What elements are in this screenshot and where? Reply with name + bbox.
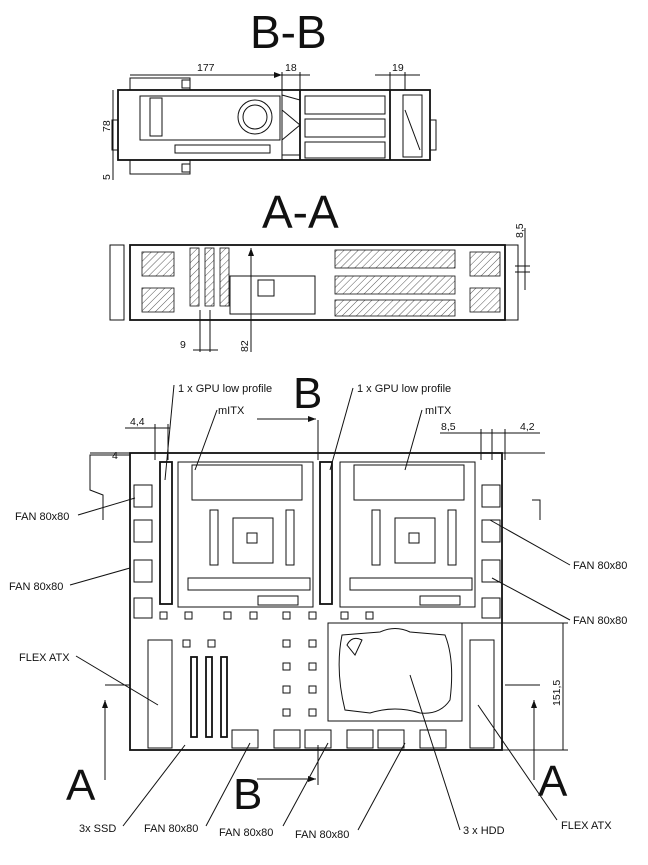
dim-5: 5 [101, 174, 113, 180]
section-aa-title: A-A [262, 186, 339, 238]
ssd-1 [190, 656, 198, 738]
bottom-fans [231, 729, 447, 749]
dim-78: 78 [101, 120, 113, 132]
gpu-left [159, 461, 173, 605]
dim-8-5: 8,5 [441, 421, 456, 433]
dim-4: 4 [112, 450, 118, 462]
dim-177: 177 [197, 62, 215, 74]
mitx-right [339, 461, 476, 608]
mitx-left [177, 461, 314, 608]
section-marker-b-bottom: B [233, 770, 262, 819]
label-hdd: 3 x HDD [463, 825, 505, 837]
label-ssd: 3x SSD [79, 823, 116, 835]
right-fans [481, 484, 501, 619]
label-flex-atx-right: FLEX ATX [561, 820, 612, 832]
dim-18: 18 [285, 62, 297, 74]
section-bb-view: B-B 177 18 19 78 5 [101, 6, 437, 180]
section-marker-a-left: A [66, 761, 96, 810]
label-fan-bottom-2: FAN 80x80 [219, 827, 273, 839]
dim-9: 9 [180, 339, 186, 351]
hdd [327, 622, 463, 722]
label-flex-atx-left: FLEX ATX [19, 652, 70, 664]
left-fans [133, 484, 153, 619]
dim-151-5: 151,5 [551, 680, 563, 706]
flex-atx-left [147, 639, 173, 749]
mounting-holes [159, 611, 374, 717]
section-aa-view: A-A 8,5 9 82 [109, 186, 530, 352]
label-gpu-right: 1 x GPU low profile [357, 383, 451, 395]
section-marker-b-top: B [293, 369, 322, 418]
dim-4-2: 4,2 [520, 421, 535, 433]
label-mitx-right: mITX [425, 405, 452, 417]
flex-atx-right [469, 639, 495, 749]
label-fan-right-1: FAN 80x80 [573, 560, 627, 572]
section-marker-a-right: A [538, 757, 568, 806]
label-fan-left-1: FAN 80x80 [15, 511, 69, 523]
dim-19: 19 [392, 62, 404, 74]
ssd-2 [205, 656, 213, 738]
section-bb-title: B-B [250, 6, 327, 58]
dim-82: 82 [239, 340, 251, 352]
leader-lines [69, 384, 571, 831]
label-fan-bottom-3: FAN 80x80 [295, 829, 349, 841]
dim-4-4: 4,4 [130, 416, 145, 428]
dim-8-5-aa: 8,5 [514, 223, 526, 238]
label-fan-left-2: FAN 80x80 [9, 581, 63, 593]
ssd-3 [220, 656, 228, 738]
label-fan-right-2: FAN 80x80 [573, 615, 627, 627]
gpu-right [319, 461, 333, 605]
plan-view: 4,4 4 8,5 4,2 151,5 B B A A 1 x GPU low … [9, 369, 627, 841]
label-fan-bottom-1: FAN 80x80 [144, 823, 198, 835]
label-gpu-left: 1 x GPU low profile [178, 383, 272, 395]
label-mitx-left: mITX [218, 405, 245, 417]
